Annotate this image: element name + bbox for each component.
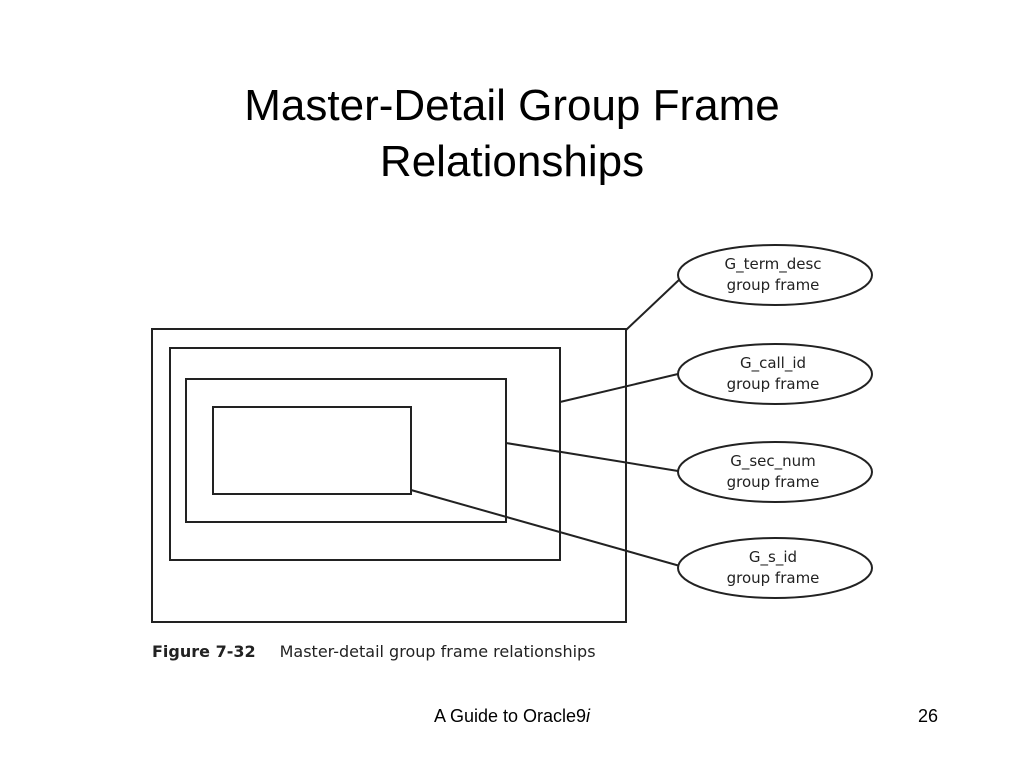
ellipse-label-name: G_call_id [740,354,806,373]
ellipse-g-s-id [677,537,873,599]
ellipse-label-suffix: group frame [727,569,820,587]
ellipse-label-suffix: group frame [727,276,820,294]
connector-line-2 [559,373,679,403]
ellipse-g-sec-num [677,441,873,503]
footer-text: A Guide to Oracle9i [0,706,1024,727]
ellipse-label-suffix: group frame [727,375,820,393]
connector-line-3 [505,442,679,472]
ellipse-label-name: G_term_desc [724,255,821,274]
figure-caption: Figure 7-32 Master-detail group frame rel… [152,642,596,661]
ellipse-label-name: G_sec_num [730,452,816,471]
ellipse-label-suffix: group frame [727,473,820,491]
slide-title-line-1: Master-Detail Group Frame [244,81,780,130]
second-frame-rect [169,347,561,561]
slide-title: Master-Detail Group Frame Relationships [0,78,1024,190]
footer-text-main: A Guide to Oracle9 [433,706,587,726]
ellipse-g-call-id [677,343,873,405]
connector-line-1 [625,277,682,331]
third-frame-rect [185,378,507,523]
slide-title-line-2: Relationships [379,137,645,186]
inner-frame-rect [212,406,412,495]
ellipse-g-term-desc [677,244,873,306]
ellipse-label-name: G_s_id [749,548,797,567]
page-number: 26 [917,706,938,726]
footer-text-italic: i [586,706,591,726]
outer-frame-rect [151,328,627,623]
connector-line-4 [410,489,681,567]
figure-caption-text: Master-detail group frame relationships [279,642,596,661]
figure-number: Figure 7-32 [152,642,256,661]
